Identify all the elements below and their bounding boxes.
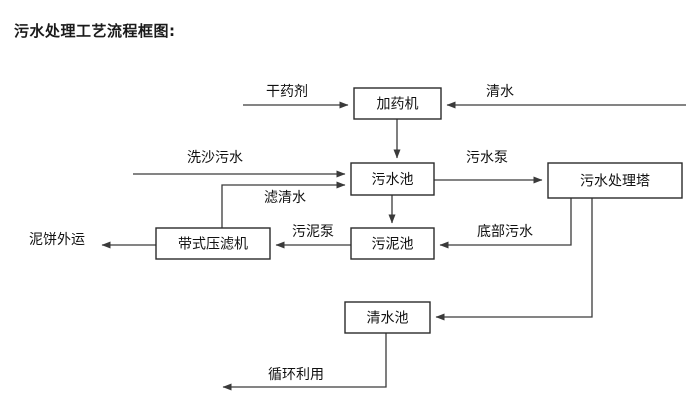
- edge-line-filtered-water: [221, 181, 346, 228]
- node-dosing-machine[interactable]: 加药机: [353, 87, 442, 120]
- node-label-treatment-tower: 污水处理塔: [580, 174, 650, 190]
- edge-label-clean-water-in: 清水: [486, 84, 514, 100]
- node-box-belt-filter-press[interactable]: [155, 227, 271, 260]
- edge-line-recycle-reuse: [222, 333, 387, 391]
- edge-bottom-sewage: 底部污水: [439, 198, 572, 249]
- page-title: 污水处理工艺流程框图:: [14, 22, 176, 40]
- node-treatment-tower[interactable]: 污水处理塔: [547, 162, 683, 199]
- edge-label-mud-cake-out: 泥饼外运: [29, 232, 85, 248]
- edge-filtered-water: 滤清水: [221, 181, 346, 228]
- node-label-sewage-pool: 污水池: [372, 172, 414, 188]
- edge-tower-to-clear: [435, 198, 593, 321]
- node-sludge-pool[interactable]: 污泥池: [350, 227, 435, 260]
- edge-label-sand-wash-sewage: 洗沙污水: [187, 150, 243, 166]
- node-belt-filter-press[interactable]: 带式压滤机: [155, 227, 271, 260]
- node-label-clear-water-pool: 清水池: [367, 311, 409, 327]
- node-sewage-pool[interactable]: 污水池: [350, 162, 435, 196]
- edge-label-recycle-reuse: 循环利用: [268, 367, 324, 383]
- node-box-sludge-pool[interactable]: [350, 227, 435, 260]
- node-box-treatment-tower[interactable]: [547, 162, 683, 199]
- edge-recycle-reuse: 循环利用: [222, 333, 387, 391]
- node-label-sludge-pool: 污泥池: [372, 237, 414, 253]
- edge-line-bottom-sewage: [439, 198, 572, 249]
- edge-sand-wash-sewage: 洗沙污水: [133, 150, 346, 178]
- edge-clean-water-in: 清水: [446, 84, 686, 109]
- edge-label-sewage-pump: 污水泵: [466, 150, 508, 166]
- node-label-dosing-machine: 加药机: [377, 97, 419, 113]
- node-box-clear-water-pool[interactable]: [344, 301, 431, 334]
- edge-label-filtered-water: 滤清水: [264, 190, 306, 206]
- edge-label-sludge-pump: 污泥泵: [292, 224, 334, 240]
- edge-mud-cake-out: 泥饼外运: [29, 232, 156, 249]
- edge-sludge-pump: 污泥泵: [275, 224, 351, 249]
- node-box-dosing-machine[interactable]: [353, 87, 442, 120]
- edge-label-dry-chemical-in: 干药剂: [266, 84, 308, 100]
- edge-label-bottom-sewage: 底部污水: [477, 224, 533, 240]
- edge-line-tower-to-clear: [435, 198, 593, 321]
- edge-sewage-pump: 污水泵: [434, 150, 543, 184]
- edge-dry-chemical-in: 干药剂: [243, 84, 349, 109]
- node-clear-water-pool[interactable]: 清水池: [344, 301, 431, 334]
- node-label-belt-filter-press: 带式压滤机: [178, 237, 248, 253]
- node-box-sewage-pool[interactable]: [350, 162, 435, 196]
